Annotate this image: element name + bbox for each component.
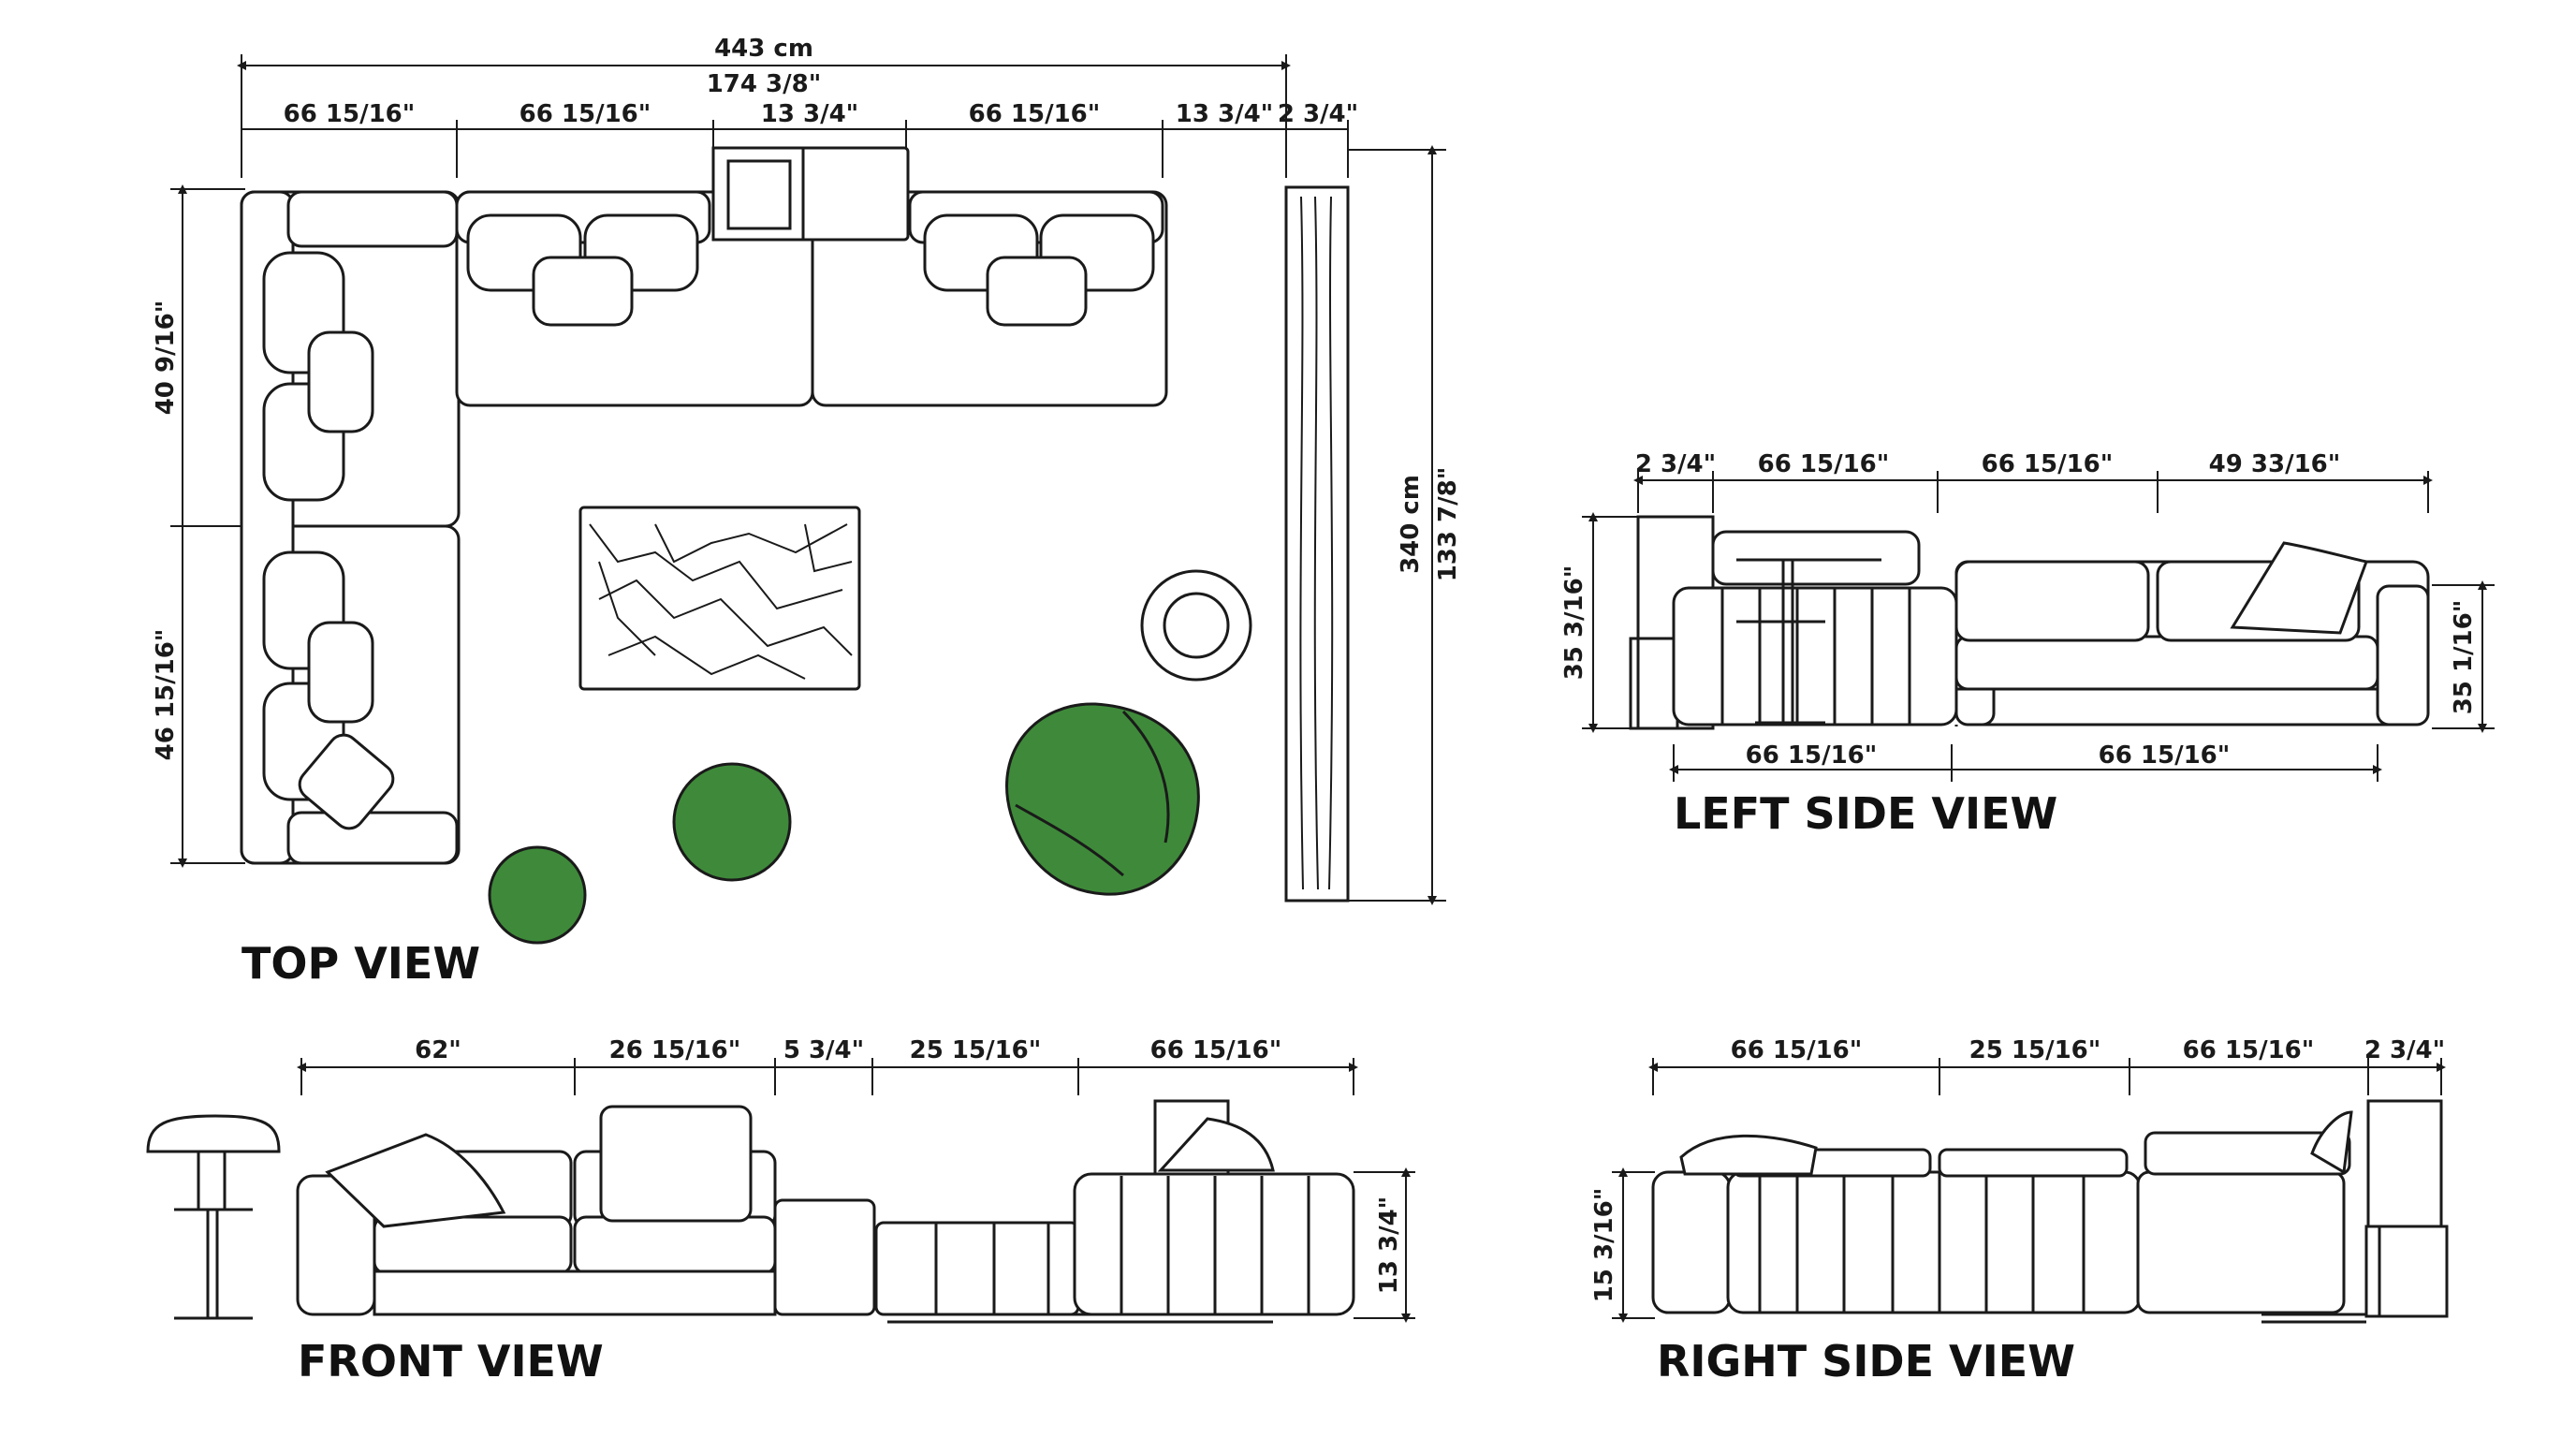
top-seg-3: 13 3/4" [761,100,858,128]
lsv-left-height-label: 35 3/16" [1560,565,1588,681]
fv-seg-2: 26 15/16" [609,1036,741,1064]
rsv-seg-1: 66 15/16" [1731,1036,1863,1064]
top-round-side-table [1140,569,1252,682]
left-side-view-title: LEFT SIDE VIEW [1674,788,2057,839]
top-wall-panel [1284,185,1350,902]
lsv-bottom-seg-1: 66 15/16" [1746,741,1878,770]
top-right-dimensions: 340 cm 133 7/8" [1348,145,1462,905]
top-total-cm: 443 cm [714,35,813,63]
top-view-title: TOP VIEW [242,938,480,989]
top-total-in: 174 3/8" [707,70,822,98]
top-overall-dimension: 443 cm 174 3/8" [237,35,1291,178]
rsv-left-height-label: 15 3/16" [1590,1188,1618,1303]
top-green-coffee-table [672,762,792,882]
fv-sofa-drawing [296,1099,1355,1324]
top-green-armchair [1005,702,1200,896]
rsv-left-height: 15 3/16" [1590,1167,1655,1323]
rsv-seg-4: 2 3/4" [2364,1036,2445,1064]
fv-seg-5: 66 15/16" [1150,1036,1282,1064]
top-left-lower: 46 15/16" [152,629,180,761]
top-seg-5: 13 3/4" [1176,100,1273,128]
top-seg-6: 2 3/4" [1278,100,1358,128]
lsv-right-height-label: 35 1/16" [2450,600,2478,715]
top-green-stool [488,845,587,945]
front-view: 62" 26 15/16" 5 3/4" 25 15/16" 66 15/16"… [146,1036,1415,1387]
front-view-title: FRONT VIEW [298,1336,604,1387]
fv-right-height-label: 13 3/4" [1375,1196,1403,1294]
lsv-seg-1: 2 3/4" [1635,450,1716,478]
top-sofa-left-section [240,190,461,865]
fv-top-dimensions: 62" 26 15/16" 5 3/4" 25 15/16" 66 15/16" [297,1036,1358,1095]
right-side-view-title: RIGHT SIDE VIEW [1657,1336,2075,1387]
top-right-in: 133 7/8" [1434,467,1462,582]
lsv-bottom-seg-2: 66 15/16" [2099,741,2231,770]
top-seg-2: 66 15/16" [520,100,651,128]
lsv-seg-3: 66 15/16" [1982,450,2114,478]
rsv-top-dimensions: 66 15/16" 25 15/16" 66 15/16" 2 3/4" [1648,1036,2446,1095]
top-marble-table [578,506,861,691]
top-left-upper: 40 9/16" [152,301,180,416]
lsv-seg-4: 49 33/16" [2209,450,2341,478]
rsv-sofa-drawing [1651,1099,2449,1324]
lsv-top-dimensions: 2 3/4" 66 15/16" 66 15/16" 49 33/16" [1633,450,2433,513]
lsv-sofa-drawing [1629,515,2430,730]
fv-seg-1: 62" [415,1036,461,1064]
fv-seg-4: 25 15/16" [910,1036,1042,1064]
top-seg-1: 66 15/16" [284,100,416,128]
top-seg-4: 66 15/16" [969,100,1101,128]
top-view: 443 cm 174 3/8" 66 15/16" 66 15/16" 13 3… [152,35,1462,989]
top-sofa-back-row [455,146,1168,407]
top-left-dimensions: 40 9/16" 46 15/16" [152,184,245,868]
lsv-bottom-dimensions: 66 15/16" 66 15/16" [1669,741,2382,782]
fv-right-height: 13 3/4" [1354,1167,1415,1323]
fv-lamp [146,1114,281,1320]
lsv-seg-2: 66 15/16" [1758,450,1890,478]
fv-seg-3: 5 3/4" [783,1036,864,1064]
lsv-left-height: 35 3/16" [1560,512,1640,733]
top-right-cm: 340 cm [1397,475,1425,574]
right-side-view: 66 15/16" 25 15/16" 66 15/16" 2 3/4" 15 … [1590,1036,2449,1387]
rsv-seg-3: 66 15/16" [2183,1036,2315,1064]
left-side-view: 2 3/4" 66 15/16" 66 15/16" 49 33/16" 35 … [1560,450,2495,839]
lsv-right-height: 35 1/16" [2432,580,2495,733]
rsv-seg-2: 25 15/16" [1969,1036,2101,1064]
